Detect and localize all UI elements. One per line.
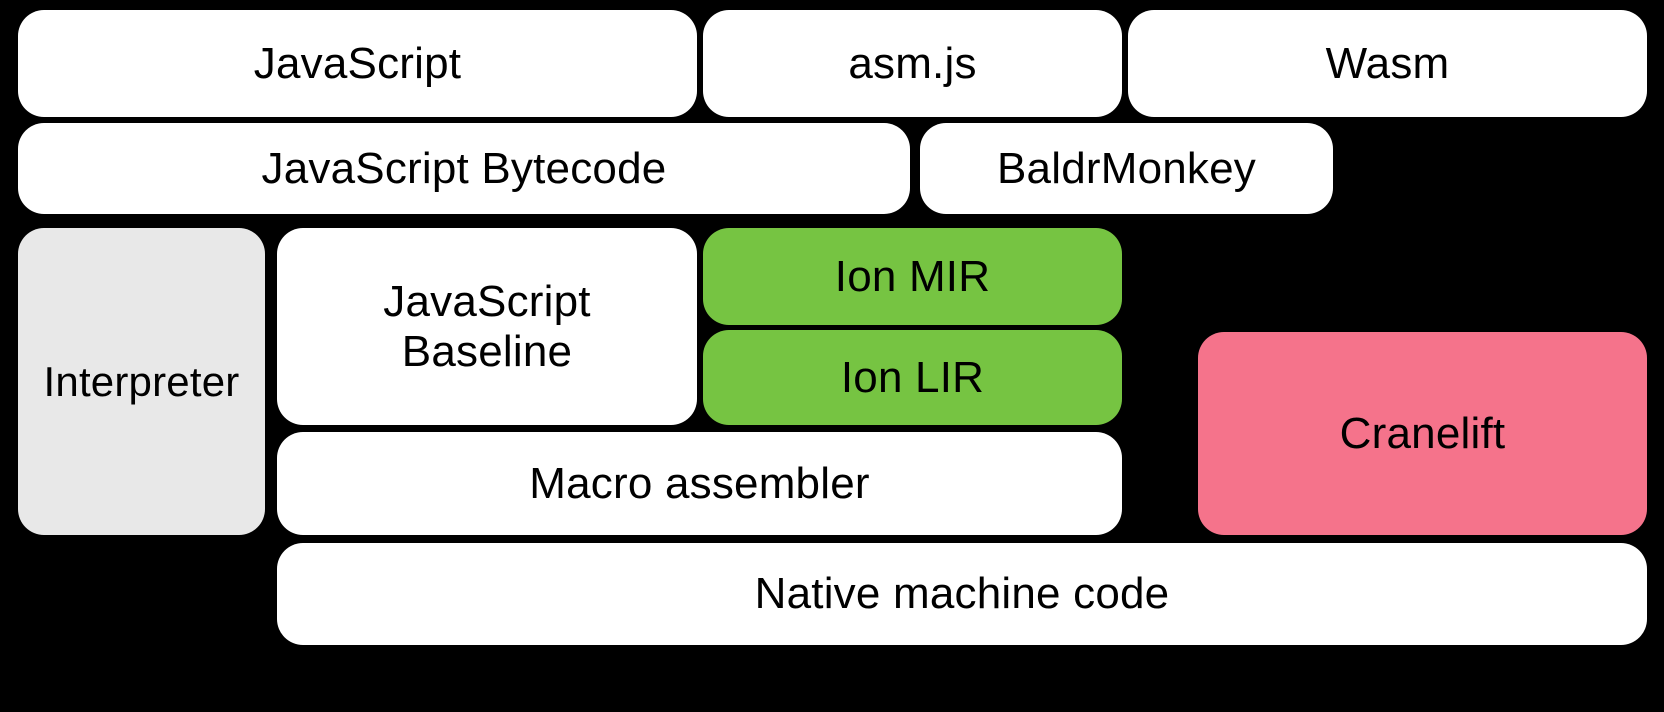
node-javascript-baseline[interactable]: JavaScript Baseline <box>277 228 697 425</box>
node-javascript-bytecode[interactable]: JavaScript Bytecode <box>18 123 910 214</box>
node-ion-lir[interactable]: Ion LIR <box>703 330 1122 425</box>
node-baldrmonkey[interactable]: BaldrMonkey <box>920 123 1333 214</box>
node-asm-js[interactable]: asm.js <box>703 10 1122 117</box>
node-native-machine-code[interactable]: Native machine code <box>277 543 1647 645</box>
node-cranelift[interactable]: Cranelift <box>1198 332 1647 535</box>
node-interpreter[interactable]: Interpreter <box>18 228 265 535</box>
node-macro-assembler[interactable]: Macro assembler <box>277 432 1122 535</box>
node-wasm[interactable]: Wasm <box>1128 10 1647 117</box>
node-javascript[interactable]: JavaScript <box>18 10 697 117</box>
node-ion-mir[interactable]: Ion MIR <box>703 228 1122 325</box>
